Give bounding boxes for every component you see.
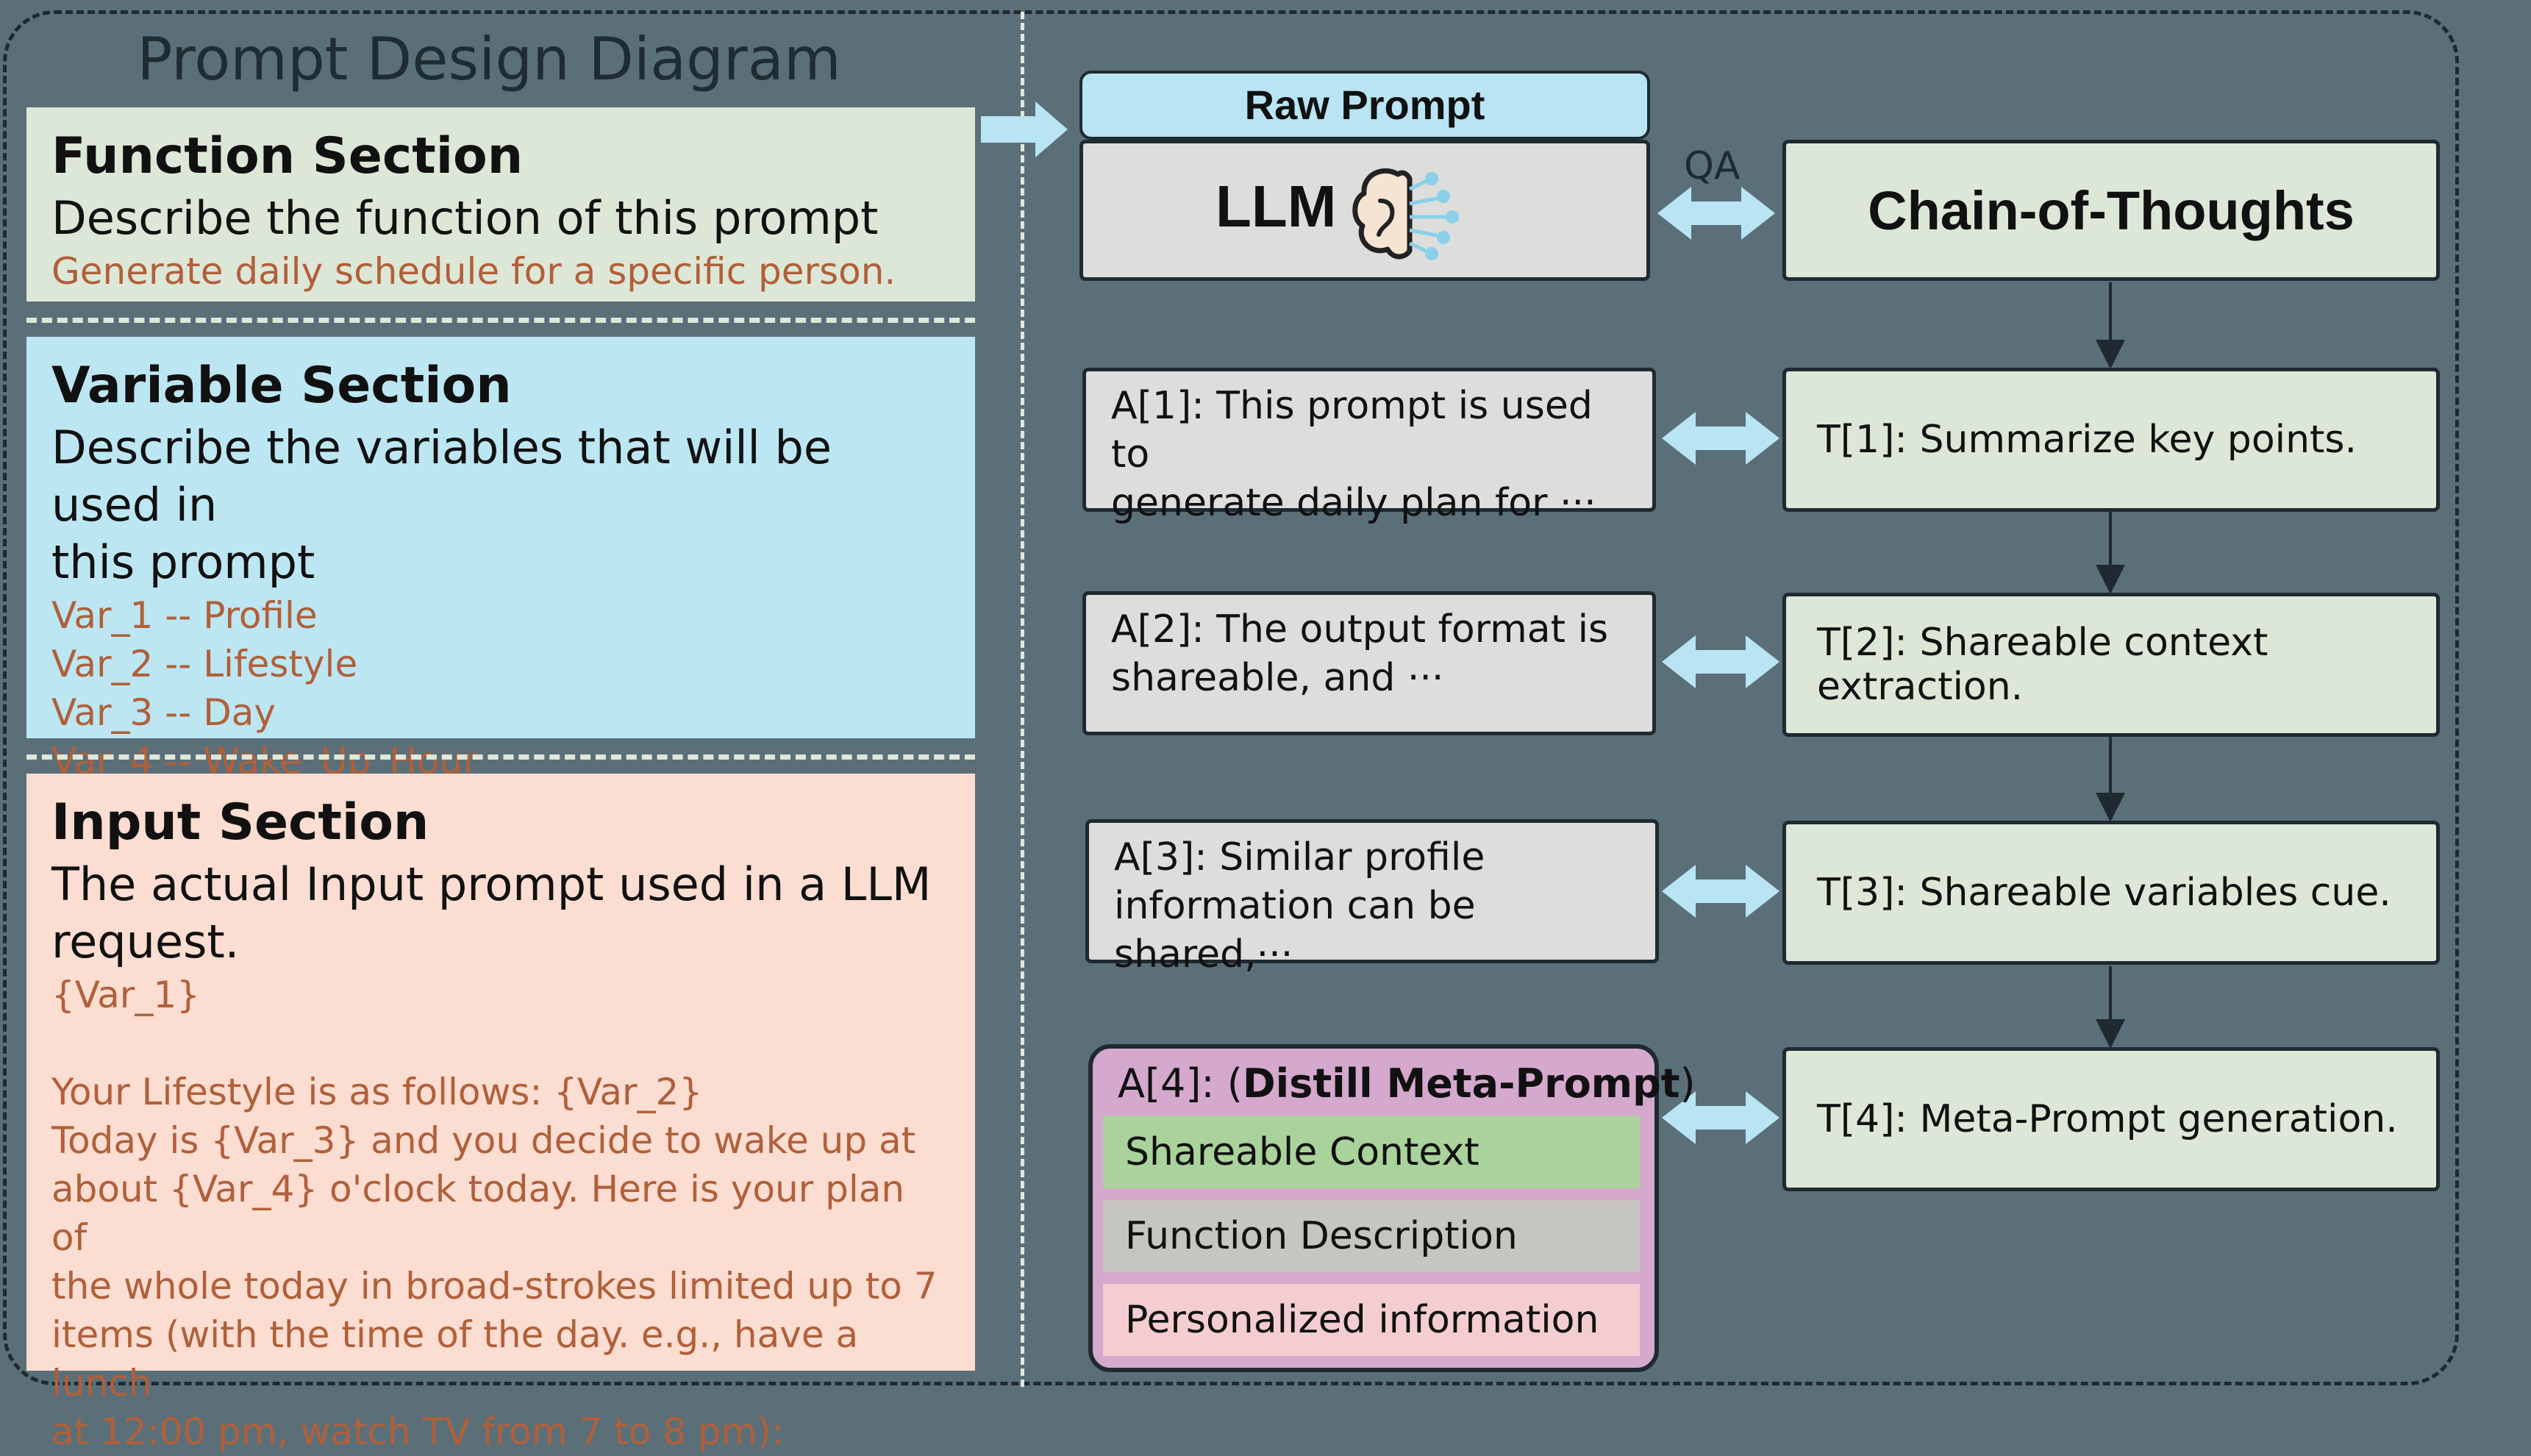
variable-item: Var_3 -- Day [51,691,276,734]
answer-box: A[3]: Similar profile information can be… [1085,819,1659,977]
thought-box: T[3]: Shareable variables cue. [1782,821,2440,965]
llm-box: LLM [1079,140,1650,281]
distill-meta-prompt-box: A[4]: (Distill Meta-Prompt) Shareable Co… [1088,1044,1696,1372]
variable-section-description: this prompt [51,535,315,589]
variable-section-description: Describe the variables that will be used… [51,421,832,532]
variable-item: Var_2 -- Lifestyle [51,643,358,685]
variable-section-heading: Variable Section [51,357,512,415]
input-section-description: request. [51,915,240,968]
answer-text: information can be shared,··· [1114,884,1476,977]
chain-of-thoughts-box: Chain-of-Thoughts [1782,140,2440,281]
a3-t3-double-arrow [1662,865,1779,918]
function-to-raw-prompt-arrow [981,101,1068,157]
function-description-item: Function Description [1103,1200,1640,1272]
diagram-frame [3,10,2459,1385]
answer-text: A[1]: This prompt is used to [1111,384,1593,477]
a4-t4-double-arrow [1662,1091,1779,1144]
qa-label: QA [1684,144,1741,188]
qa-double-arrow [1657,187,1775,240]
answer-text: generate daily plan for ··· [1111,481,1596,525]
answer-box: A[2]: The output format is shareable, an… [1082,591,1656,735]
a2-t2-double-arrow [1662,635,1779,688]
function-section-description: Describe the function of this prompt [51,191,879,245]
connectors [981,101,2125,1144]
section-divider [26,318,975,323]
answer-text: A[3]: Similar profile [1114,835,1485,879]
personalized-information-item: Personalized information [1103,1284,1640,1356]
function-section-example: Generate daily schedule for a specific p… [51,250,896,293]
diagram-title: Prompt Design Diagram [137,25,841,93]
answer-text: shareable, and ··· [1111,656,1444,700]
thought-box: T[4]: Meta-Prompt generation. [1782,1047,2440,1191]
a1-t1-double-arrow [1662,412,1779,465]
answer-text: A[2]: The output format is [1111,607,1609,652]
input-section-description: The actual Input prompt used in a LLM [51,857,932,911]
column-divider [1021,12,1024,1387]
input-section-heading: Input Section [51,793,429,852]
section-divider [26,754,975,760]
shareable-context-item: Shareable Context [1103,1116,1640,1188]
brain-icon [1352,168,1459,260]
variable-section: Variable Section Describe the variables … [26,337,975,782]
raw-prompt-label: Raw Prompt [1079,71,1650,140]
llm-label: LLM [1215,174,1337,239]
function-section: Function Section Describe the function o… [26,107,975,301]
thought-box: T[1]: Summarize key points. [1782,368,2440,512]
variable-item: Var_1 -- Profile [51,594,318,637]
function-section-heading: Function Section [51,127,524,185]
distill-meta-prompt-title: A[4]: (Distill Meta-Prompt) [1118,1060,1696,1107]
answer-box: A[1]: This prompt is used to generate da… [1082,368,1656,525]
thought-box: T[2]: Shareable context extraction. [1782,593,2440,737]
